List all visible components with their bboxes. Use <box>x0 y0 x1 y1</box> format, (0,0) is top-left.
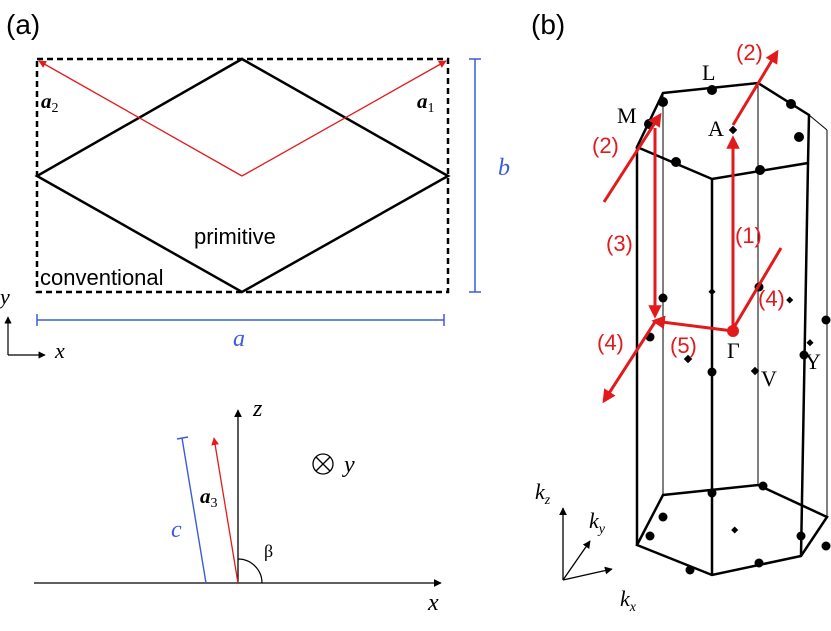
dim-c-line <box>181 437 207 584</box>
ky-axis <box>562 540 591 581</box>
point-label-Y: Y <box>805 349 821 374</box>
axis-y-into-label: y <box>342 452 355 478</box>
conventional-label: conventional <box>40 265 164 290</box>
path-label-4a: (4) <box>758 286 785 311</box>
primitive-cell <box>34 57 451 294</box>
bz-paths <box>602 49 783 404</box>
axis-x-label: x <box>54 338 65 363</box>
path-label-2a: (2) <box>736 40 763 65</box>
path-label-3: (3) <box>606 231 633 256</box>
axis-y-label: y <box>0 284 10 309</box>
dim-b-label: b <box>498 155 510 181</box>
kx-axis <box>562 566 613 581</box>
axis-x-large-label: x <box>427 590 439 616</box>
panel-a-label: (a) <box>6 9 40 40</box>
vector-a2-arrow <box>38 60 243 177</box>
vector-a2-label: a2 <box>41 89 59 116</box>
dim-a-label: a <box>233 326 245 352</box>
angle-beta-arc <box>237 558 263 584</box>
path-2a-arrow <box>731 49 779 126</box>
point-label-A: A <box>708 116 724 141</box>
path-2b-arrow <box>602 112 662 203</box>
point-label-V: V <box>761 366 777 391</box>
bz-points <box>644 85 831 575</box>
path-5-arrow <box>651 315 734 333</box>
vector-a1-label: a1 <box>417 89 435 116</box>
ky-label: ky <box>589 508 606 537</box>
point-label-Gamma: Γ <box>727 338 740 363</box>
vector-a1-arrow <box>241 60 447 177</box>
vector-a3-label: a3 <box>200 484 218 511</box>
path-4a-line <box>731 247 783 330</box>
path-label-5: (5) <box>670 333 697 358</box>
vector-a3-arrow <box>211 437 239 584</box>
kz-label: kz <box>535 479 551 508</box>
gamma-point <box>727 325 739 337</box>
axis-y-into-page-icon <box>312 453 334 475</box>
path-4b-arrow <box>602 321 657 404</box>
path-label-2b: (2) <box>592 133 619 158</box>
kx-label: kx <box>620 586 637 615</box>
dim-c-cap <box>176 436 189 440</box>
dim-c-label: c <box>171 517 182 543</box>
axis-z-large-label: z <box>252 396 263 422</box>
path-label-1: (1) <box>735 223 762 248</box>
point-label-M: M <box>617 103 637 128</box>
point-label-L: L <box>702 60 715 85</box>
panel-b-label: (b) <box>531 9 565 40</box>
panel-a: (a) a2 a1 primitive conventional b a y x… <box>0 9 510 616</box>
panel-b: (b) <box>531 9 831 615</box>
angle-beta-label: β <box>264 541 273 561</box>
primitive-label: primitive <box>194 224 276 249</box>
path-label-4b: (4) <box>597 330 624 355</box>
